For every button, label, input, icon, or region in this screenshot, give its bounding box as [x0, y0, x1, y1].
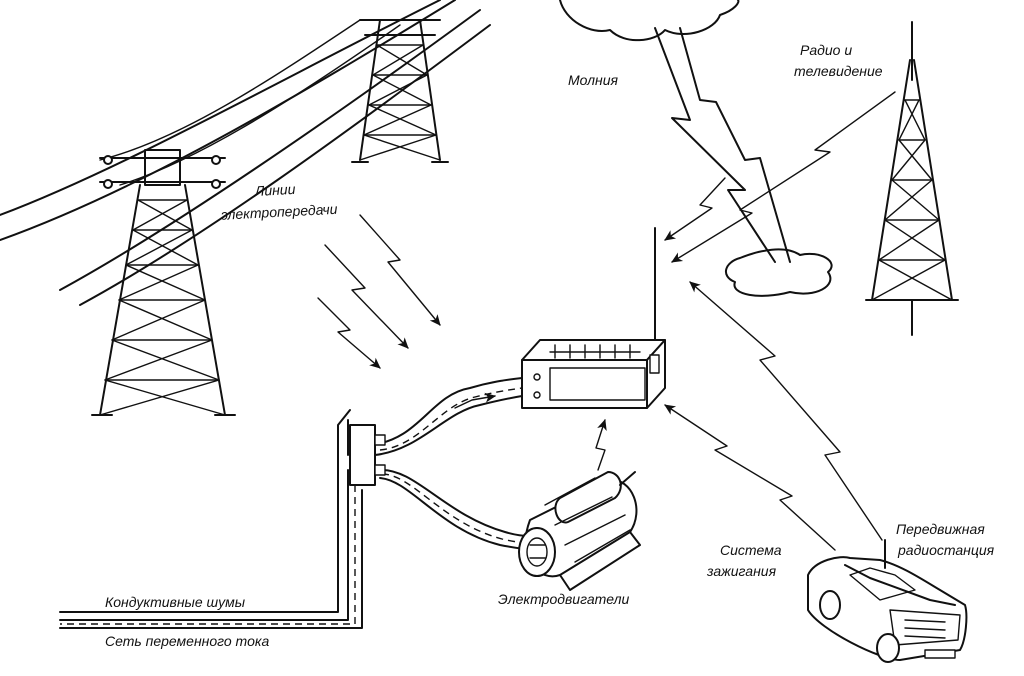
label-radio-tv: Радио и телевидение — [794, 42, 883, 79]
receiver-device-icon — [521, 227, 666, 409]
lightning-bolt-icon — [559, 0, 833, 297]
label-conductive-noise: Кондуктивные шумы — [105, 594, 246, 610]
label-lightning: Молния — [568, 72, 619, 88]
label-ignition-system: Система зажигания — [706, 542, 785, 579]
labels: Линии электропередачи Молния Радио и тел… — [105, 42, 995, 649]
label-power-lines: Линии электропередачи — [219, 179, 338, 223]
interference-arrows — [317, 91, 896, 551]
transmission-tower-icon — [91, 149, 236, 416]
power-line-wires — [0, 0, 491, 306]
cables — [59, 377, 531, 629]
label-ac-mains: Сеть переменного тока — [105, 633, 269, 649]
transmission-tower-icon — [351, 19, 449, 163]
cable-splitter-icon — [349, 424, 386, 486]
label-electric-motors: Электродвигатели — [498, 591, 629, 607]
label-mobile-radio: Передвижная радиостанция — [896, 521, 995, 558]
radio-mast-icon — [865, 21, 959, 336]
car-icon — [807, 539, 968, 663]
electric-motor-icon — [518, 471, 641, 591]
